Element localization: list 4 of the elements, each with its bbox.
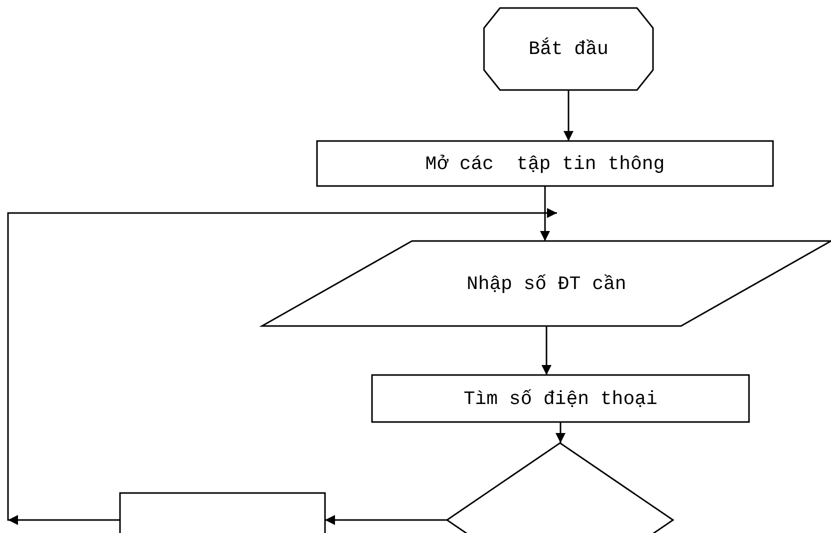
node-label: Tìm số điện thoại (464, 388, 658, 410)
node-label: Mở các tập tin thông (425, 152, 665, 174)
node-label: Bắt đầu (528, 38, 608, 60)
node-label: Nhập số ĐT cần (466, 272, 626, 294)
